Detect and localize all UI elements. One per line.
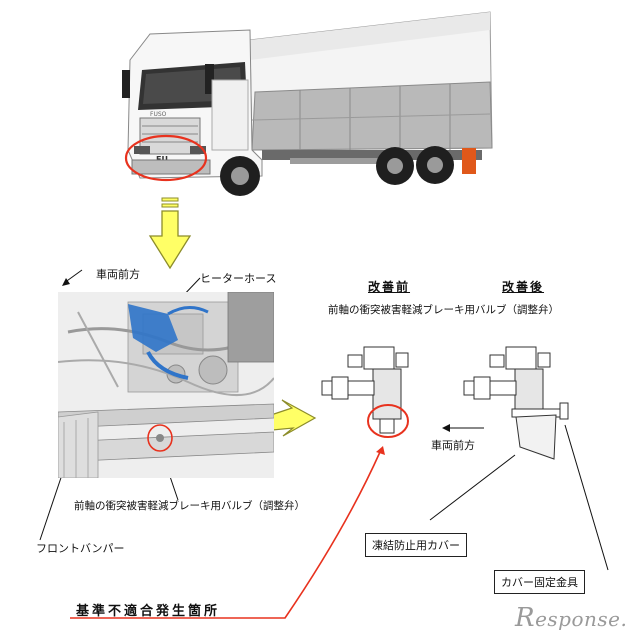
rear-wheel-2 <box>416 146 454 184</box>
cargo-body-side-panel <box>251 81 493 151</box>
valve-before-highlight <box>367 404 409 438</box>
truck-illustration: FUSO FU <box>122 11 493 196</box>
nonconformity-leader <box>70 451 381 619</box>
right-mirror <box>205 64 214 94</box>
label-before: 改善前 <box>368 280 411 294</box>
left-mirror <box>122 70 130 98</box>
response-watermark-text: esponse. <box>535 607 628 631</box>
label-forward-direction-mid: 車両前方 <box>431 439 475 452</box>
label-valve-top: 前軸の衝突被害軽減ブレーキ用バルブ（調整弁） <box>328 304 559 316</box>
front-wheel <box>220 156 260 196</box>
label-after: 改善後 <box>502 280 545 294</box>
engine-cutaway-diagram <box>58 292 274 478</box>
label-forward-direction-top: 車両前方 <box>96 268 140 281</box>
grille-text: FUSO <box>150 111 167 118</box>
truck-bumper <box>131 159 211 175</box>
mud-flap <box>462 148 476 174</box>
heater-hose-part <box>128 304 209 380</box>
label-antifreeze-cover: 凍結防止用カバー <box>365 533 467 557</box>
label-heater-hose: ヒーターホース <box>200 272 277 285</box>
down-arrow <box>148 197 192 270</box>
valve-highlight-small <box>147 424 173 452</box>
chassis-frame <box>262 150 482 160</box>
label-nonconformity: 基準不適合発生箇所 <box>76 604 221 619</box>
response-watermark: Response. <box>515 603 628 633</box>
valve-before-diagram <box>321 346 409 438</box>
front-highlight-ellipse <box>124 134 208 182</box>
label-valve-bottom: 前軸の衝突被害軽減ブレーキ用バルブ（調整弁） <box>74 500 305 512</box>
valve-after-diagram <box>463 346 569 460</box>
antifreeze-cover-sheet <box>515 414 557 460</box>
label-front-bumper: フロントバンパー <box>36 542 125 555</box>
rear-wheel-1 <box>376 147 414 185</box>
label-cover-bracket: カバー固定金具 <box>494 570 585 594</box>
